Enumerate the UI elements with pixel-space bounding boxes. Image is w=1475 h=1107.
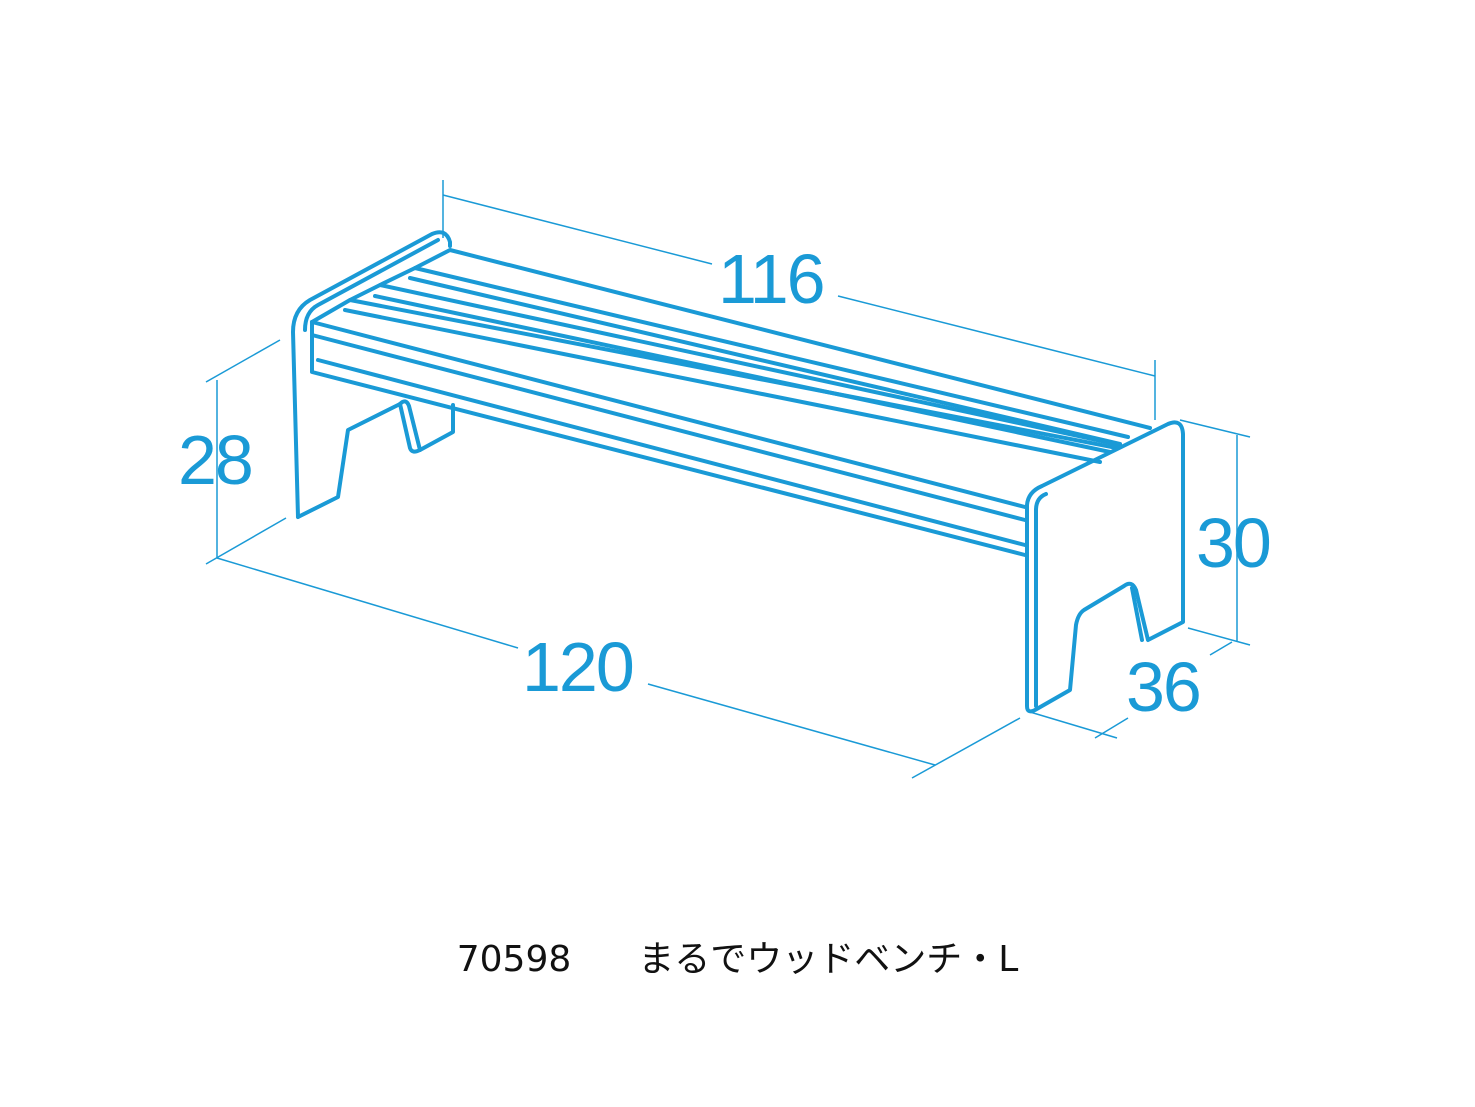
dimension-right-height: 30 bbox=[1196, 504, 1272, 582]
product-code: 70598 bbox=[456, 939, 572, 980]
dimension-left-height: 28 bbox=[178, 421, 254, 499]
bench-outline bbox=[291, 230, 1185, 714]
product-name: まるでウッドベンチ・L bbox=[638, 939, 1019, 980]
dimension-depth: 36 bbox=[1126, 648, 1202, 726]
dimension-bottom-length: 120 bbox=[522, 628, 635, 706]
dimension-top-length: 116 bbox=[718, 240, 826, 318]
dimension-lines bbox=[205, 180, 1251, 779]
product-caption: 70598 まるでウッドベンチ・L bbox=[0, 930, 1475, 982]
